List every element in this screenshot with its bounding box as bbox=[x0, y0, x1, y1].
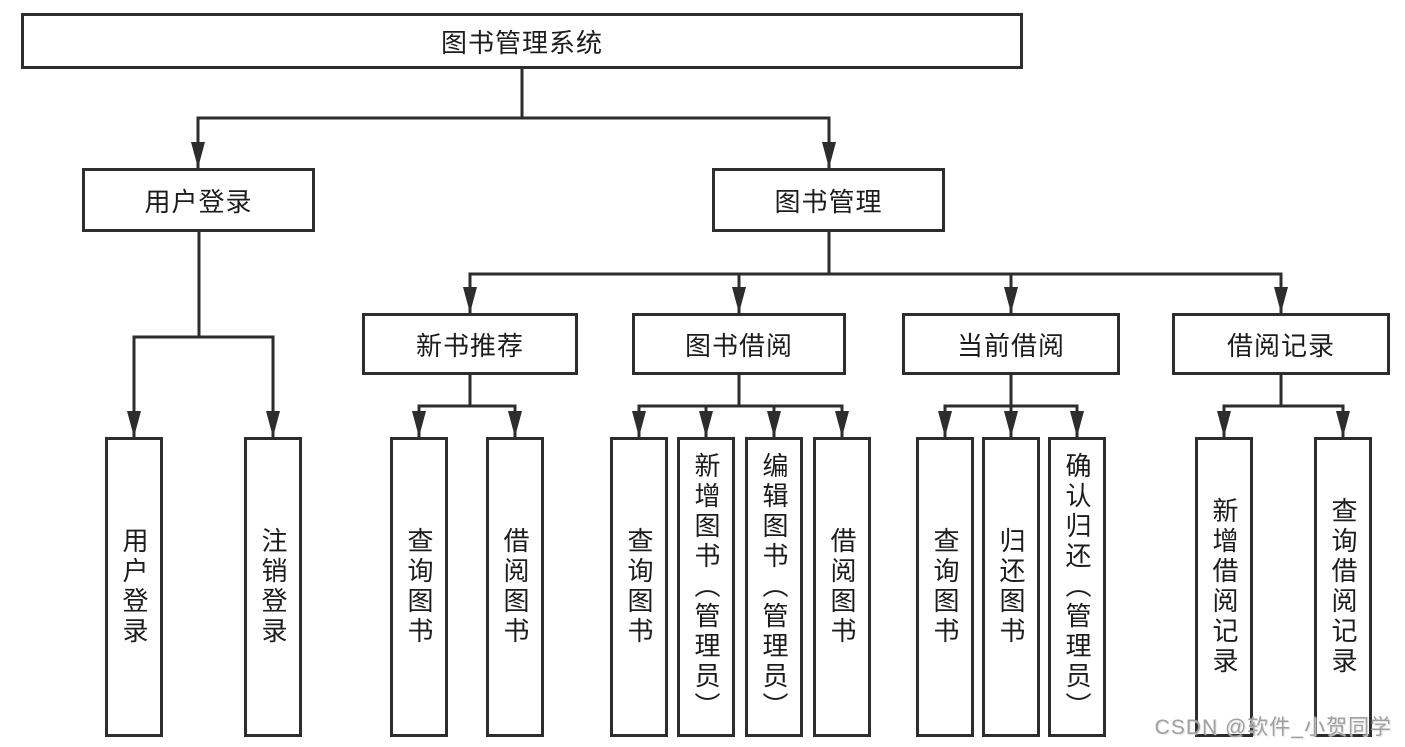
leaf-borrow-books-recommend: 借阅图书 bbox=[486, 437, 544, 737]
leaf-confirm-return-admin-label: 确认归还（管理员） bbox=[1062, 452, 1092, 722]
leaf-query-books-borrow: 查询图书 bbox=[610, 437, 668, 737]
leaf-add-books-admin-label: 新增图书（管理员） bbox=[691, 452, 721, 722]
node-current-borrowing: 当前借阅 bbox=[902, 313, 1120, 375]
leaf-return-books: 归还图书 bbox=[982, 437, 1040, 737]
connector-level2-bar bbox=[196, 116, 831, 168]
leaf-add-borrow-record-label: 新增借阅记录 bbox=[1209, 497, 1239, 677]
node-borrow-records: 借阅记录 bbox=[1172, 313, 1390, 375]
node-book-borrowing: 图书借阅 bbox=[632, 313, 846, 375]
node-new-book-recommend: 新书推荐 bbox=[362, 313, 578, 375]
leaf-logout-login: 注销登录 bbox=[244, 437, 302, 737]
leaf-user-login-label: 用户登录 bbox=[119, 527, 149, 647]
connector-book-borrow-branch bbox=[637, 375, 844, 437]
arrowheads bbox=[127, 142, 1350, 437]
connector-level3-bar bbox=[468, 272, 1283, 313]
connector-user-login-branch bbox=[132, 232, 275, 437]
leaf-edit-books-admin: 编辑图书（管理员） bbox=[745, 437, 803, 737]
leaf-query-borrow-record-label: 查询借阅记录 bbox=[1328, 497, 1358, 677]
leaf-borrow-books-label: 借阅图书 bbox=[827, 527, 857, 647]
leaf-logout-login-label: 注销登录 bbox=[258, 527, 288, 647]
leaf-query-books-recommend-label: 查询图书 bbox=[404, 527, 434, 647]
node-user-login: 用户登录 bbox=[82, 168, 315, 232]
node-root-library-system: 图书管理系统 bbox=[21, 13, 1023, 69]
leaf-add-books-admin: 新增图书（管理员） bbox=[677, 437, 735, 737]
leaf-confirm-return-admin: 确认归还（管理员） bbox=[1048, 437, 1106, 737]
node-book-management: 图书管理 bbox=[712, 168, 945, 232]
connector-borrow-record-branch bbox=[1222, 375, 1345, 437]
leaf-borrow-books: 借阅图书 bbox=[813, 437, 871, 737]
leaf-query-books-current: 查询图书 bbox=[916, 437, 974, 737]
leaf-query-borrow-record: 查询借阅记录 bbox=[1314, 437, 1372, 737]
leaf-add-borrow-record: 新增借阅记录 bbox=[1195, 437, 1253, 737]
csdn-watermark: CSDN @软件_小贺同学 bbox=[1154, 716, 1392, 739]
leaf-borrow-books-recommend-label: 借阅图书 bbox=[500, 527, 530, 647]
leaf-query-books-current-label: 查询图书 bbox=[930, 527, 960, 647]
connector-new-book-branch bbox=[417, 375, 517, 437]
leaf-user-login: 用户登录 bbox=[105, 437, 163, 737]
leaf-return-books-label: 归还图书 bbox=[996, 527, 1026, 647]
leaf-query-books-borrow-label: 查询图书 bbox=[624, 527, 654, 647]
leaf-edit-books-admin-label: 编辑图书（管理员） bbox=[759, 452, 789, 722]
leaf-query-books-recommend: 查询图书 bbox=[390, 437, 448, 737]
